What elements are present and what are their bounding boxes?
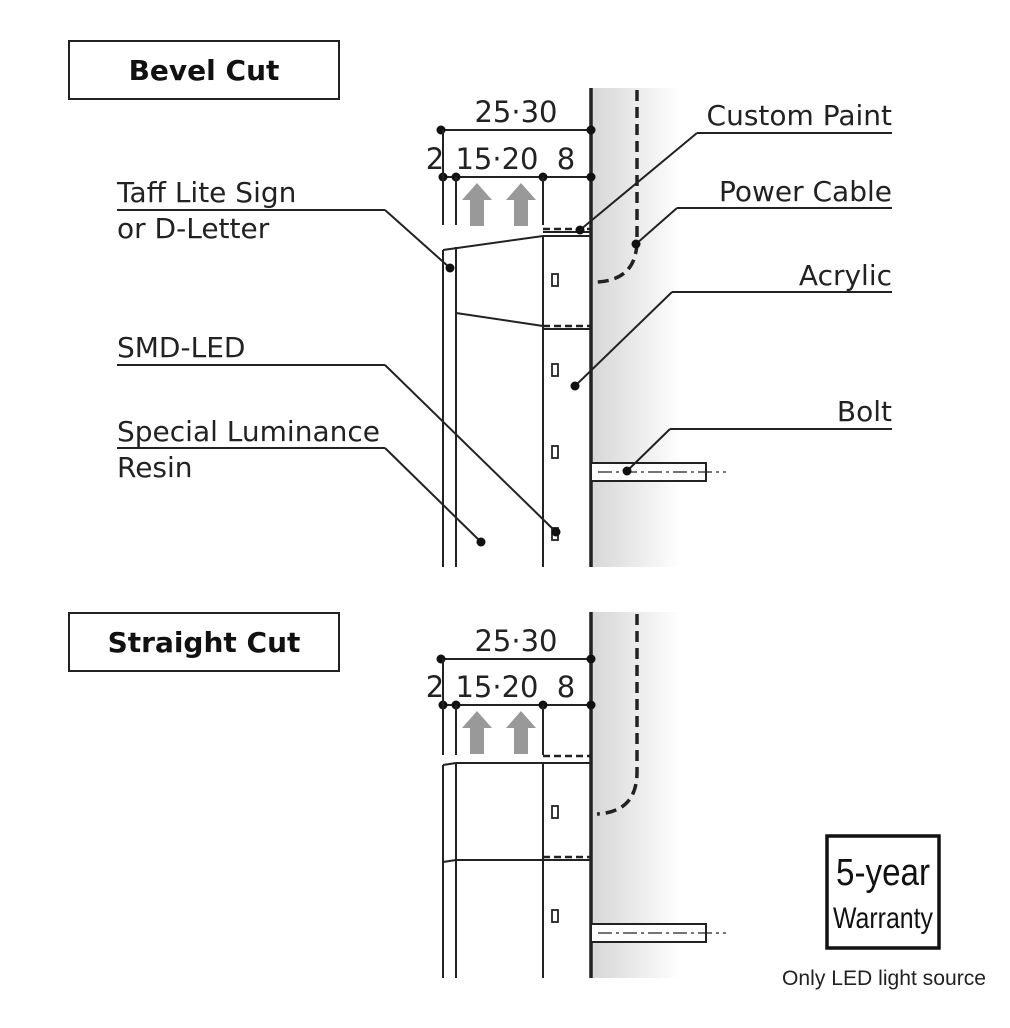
sign-label-line1: Taff Lite Sign [116, 176, 296, 209]
straight-dim-total: 25·30 [474, 624, 557, 658]
warranty-word: Warranty [833, 902, 933, 935]
straight-sign-body [442, 754, 591, 978]
straight-dimensions [436, 654, 596, 755]
sign-label-line2: or D-Letter [117, 212, 270, 245]
straight-title: Straight Cut [108, 626, 301, 659]
power-cable-label: Power Cable [719, 175, 892, 208]
straight-title-box [68, 612, 340, 672]
resin-label-line2: Resin [117, 451, 193, 484]
bevel-led-chips [551, 273, 559, 541]
bevel-power-cable [596, 90, 639, 284]
bevel-dim-mid: 15·20 [455, 142, 538, 176]
bevel-title-box [68, 40, 340, 100]
bevel-cut-diagram: Bevel Cut [68, 40, 892, 567]
warranty-badge: 5-year Warranty Only LED light source [782, 834, 986, 990]
bevel-dim-left: 2 [426, 142, 444, 176]
bevel-title: Bevel Cut [129, 54, 280, 87]
bevel-dim-right: 8 [557, 142, 575, 176]
straight-led-chips [551, 805, 559, 923]
smd-led-label: SMD-LED [117, 331, 245, 364]
straight-cut-diagram: Straight Cut [68, 612, 726, 978]
custom-paint-label: Custom Paint [707, 99, 892, 132]
bevel-leaders-right [570, 132, 892, 476]
straight-dim-mid: 15·20 [455, 670, 538, 704]
resin-label-line1: Special Luminance [117, 415, 380, 448]
warranty-box [825, 834, 941, 950]
straight-bolt [590, 923, 726, 943]
bevel-bolt [590, 462, 726, 482]
acrylic-label: Acrylic [799, 259, 892, 292]
bolt-label: Bolt [837, 395, 892, 428]
bevel-dimensions [436, 125, 596, 226]
straight-dim-right: 8 [557, 670, 575, 704]
warranty-note: Only LED light source [782, 967, 986, 990]
straight-power-cable [596, 614, 639, 816]
bevel-leaders-left [117, 209, 561, 547]
straight-dim-left: 2 [426, 670, 444, 704]
bevel-dim-total: 25·30 [474, 95, 557, 129]
bevel-sign-body [442, 227, 591, 567]
warranty-years: 5-year [836, 852, 930, 894]
